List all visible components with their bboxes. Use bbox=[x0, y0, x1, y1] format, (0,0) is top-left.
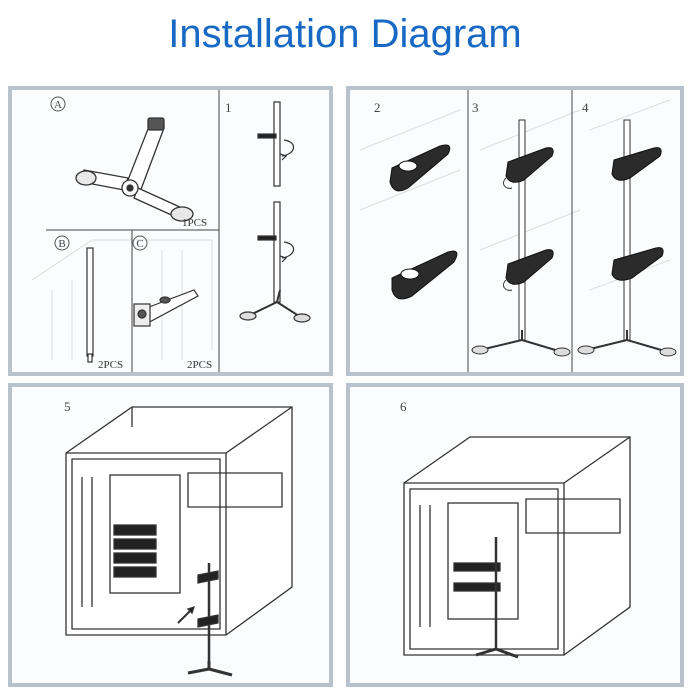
step-2-number: 2 bbox=[374, 100, 381, 115]
step-3-number: 3 bbox=[472, 100, 479, 115]
step-5-number: 5 bbox=[64, 399, 71, 414]
step-6-pc-case-illustration bbox=[403, 436, 631, 659]
parts-and-step-1-panel: A 1PCS B 2PCS C 2PCS bbox=[8, 86, 333, 376]
part-b-quantity: 2PCS bbox=[98, 359, 123, 371]
steps-2-3-4-panel: 2 3 4 bbox=[346, 86, 684, 376]
support-pole-part bbox=[86, 247, 94, 363]
part-c-marker: C bbox=[136, 238, 143, 250]
step-6-panel: 6 bbox=[346, 383, 684, 687]
step-1-number: 1 bbox=[225, 100, 232, 115]
step-6-number: 6 bbox=[400, 399, 407, 414]
step-4-illustration bbox=[577, 119, 677, 357]
part-b-marker: B bbox=[58, 238, 65, 250]
step-4-number: 4 bbox=[582, 100, 589, 115]
part-c-quantity: 2PCS bbox=[187, 359, 212, 371]
part-a-quantity: 1PCS bbox=[182, 217, 207, 229]
step-2-illustration bbox=[389, 144, 458, 300]
step-3-illustration bbox=[471, 119, 571, 357]
page-title: Installation Diagram bbox=[168, 12, 522, 56]
step-5-pc-case-illustration bbox=[65, 406, 293, 677]
part-a-marker: A bbox=[54, 99, 62, 111]
step-5-panel: 5 bbox=[8, 383, 333, 687]
support-bracket-part bbox=[133, 289, 199, 327]
step-1-illustration bbox=[239, 101, 311, 323]
stand-base-part bbox=[75, 117, 194, 222]
